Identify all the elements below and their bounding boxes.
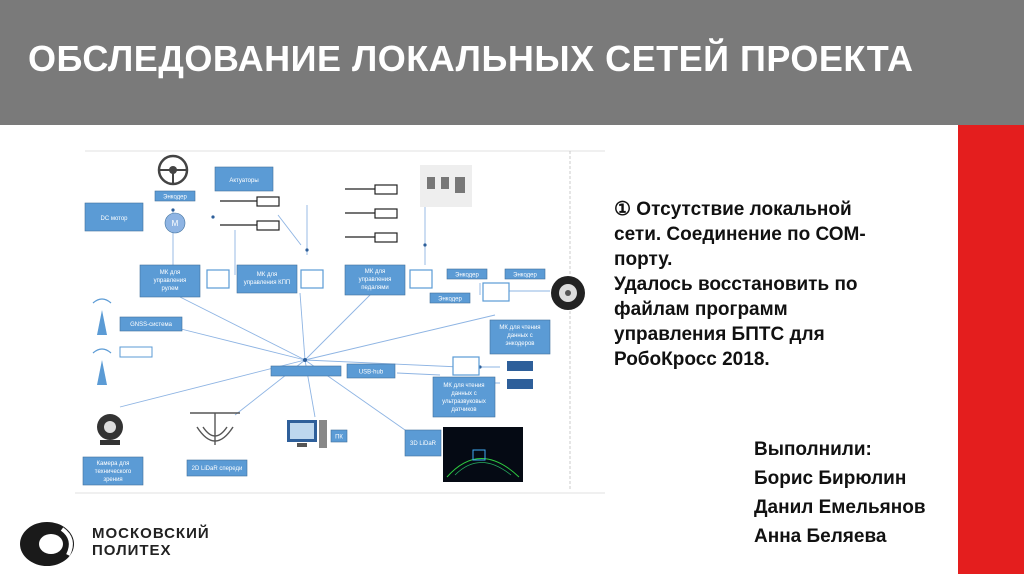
author-2: Данил Емельянов <box>754 497 926 518</box>
camera-line-2: технического <box>95 469 132 475</box>
mk-ultrasonic-line-2: данных с <box>451 391 476 397</box>
main-text-line-3: порту. <box>614 249 673 270</box>
main-text-line-1: ① Отсутствие локальной <box>614 199 852 220</box>
encoder-label-1: Энкодер <box>163 195 187 201</box>
mk-ultrasonic-line-3: ультразвуковых <box>442 399 486 405</box>
pc-icon <box>287 420 327 448</box>
motor-icon <box>164 212 186 234</box>
actuator-icons <box>220 184 398 243</box>
logo-line-2: ПОЛИТЕХ <box>92 542 172 559</box>
logo-line-1: МОСКОВСКИЙ <box>92 525 210 542</box>
pc-box <box>330 429 348 443</box>
mk-steering-line-1: МК для <box>160 270 180 276</box>
encoder-box-3 <box>504 268 546 280</box>
dc-motor-box <box>84 202 144 232</box>
mk-pedals-line-3: педалями <box>361 285 389 291</box>
encoder-label-2: Энкодер <box>455 273 479 279</box>
mk-gearbox-line-1: МК для <box>257 272 277 278</box>
mk-ultrasonic-line-4: датчиков <box>451 407 476 413</box>
board-icon-2 <box>300 269 324 289</box>
mk-gearbox-box <box>236 264 298 294</box>
actuators-box <box>214 166 274 192</box>
pc-label: ПК <box>335 435 343 441</box>
main-text-line-5: файлам программ <box>614 299 788 320</box>
connection-dots <box>171 208 502 369</box>
lidar-3d-box <box>404 429 442 457</box>
actuators-label: Актуаторы <box>229 178 258 184</box>
board-icon-4 <box>482 282 510 302</box>
lidar-pointcloud-image <box>443 427 523 482</box>
authors-heading: Выполнили: <box>754 439 872 460</box>
encoder-label-3: Энкодер <box>513 273 537 279</box>
page-title: ОБСЛЕДОВАНИЕ ЛОКАЛЬНЫХ СЕТЕЙ ПРОЕКТА <box>28 38 914 79</box>
antenna-icon-2 <box>92 348 112 385</box>
mk-pedals-line-1: МК для <box>365 269 385 275</box>
mk-encoders-box <box>489 319 551 355</box>
polytech-logo-icon <box>20 522 74 566</box>
antenna-icon-1 <box>92 298 112 335</box>
mk-pedals-line-2: управления <box>359 277 392 283</box>
main-text-line-7: РобоКросс 2018. <box>614 349 770 370</box>
encoder-label-4: Энкодер <box>438 297 462 303</box>
author-1: Борис Бирюлин <box>754 468 907 489</box>
header-bar: ОБСЛЕДОВАНИЕ ЛОКАЛЬНЫХ СЕТЕЙ ПРОЕКТА <box>0 0 1024 125</box>
camera-icon <box>97 414 123 445</box>
camera-line-1: Камера для <box>97 461 130 467</box>
mk-steering-box <box>139 264 201 298</box>
mk-encoders-line-2: данных с <box>507 333 532 339</box>
encoder-box-1 <box>154 190 196 202</box>
mk-gearbox-line-2: управления КПП <box>244 280 291 286</box>
usb-hub-bar <box>270 365 342 377</box>
author-3: Анна Беляева <box>754 526 887 547</box>
ultrasonic-sensor-icon-2 <box>507 379 533 389</box>
ultrasonic-sensor-icon-1 <box>507 361 533 371</box>
gnss-receiver-icon <box>119 346 153 358</box>
lidar-3d-label: 3D LiDaR <box>410 441 437 447</box>
lidar-2d-label: 2D LiDaR спереди <box>192 466 243 472</box>
board-icon-3 <box>409 269 433 289</box>
motor-symbol: M <box>172 219 179 228</box>
lidar-2d-icon <box>190 412 240 445</box>
encoder-box-4 <box>429 292 471 304</box>
dc-motor-label: DC мотор <box>100 216 128 222</box>
camera-box <box>82 456 144 486</box>
camera-line-3: зрения <box>103 477 122 483</box>
mk-ultrasonic-line-1: МК для чтения <box>443 383 484 389</box>
mk-ultrasonic-box <box>432 376 496 418</box>
logo-text: МОСКОВСКИЙ ПОЛИТЕХ <box>92 525 210 559</box>
accent-red-bar <box>958 125 1024 574</box>
main-text-line-2: сети. Соединение по СОМ- <box>614 224 866 245</box>
board-icon-1 <box>206 269 230 289</box>
mk-steering-line-3: рулем <box>161 286 178 292</box>
mk-steering-line-2: управления <box>154 278 187 284</box>
lidar-2d-box <box>186 459 248 477</box>
gnss-label: GNSS-система <box>130 322 172 328</box>
board-icon-5 <box>452 356 480 376</box>
mk-encoders-line-3: энкодеров <box>506 341 535 347</box>
mk-encoders-line-1: МК для чтения <box>499 325 540 331</box>
authors-block: Выполнили: Борис Бирюлин Данил Емельянов… <box>754 435 926 551</box>
usb-hub-box <box>346 363 396 379</box>
pedals-icon <box>420 165 472 207</box>
mk-pedals-box <box>344 264 406 296</box>
wheel-icon <box>551 276 585 310</box>
main-text-line-4: Удалось восстановить по <box>614 274 858 295</box>
main-text-line-6: управления БПТС для <box>614 324 825 345</box>
network-diagram: Энкодер Актуаторы DC мотор M МК для упра… <box>75 150 605 494</box>
gnss-box <box>119 316 183 332</box>
steering-wheel-icon <box>157 154 189 186</box>
encoder-box-2 <box>446 268 488 280</box>
main-text-block: ① Отсутствие локальной сети. Соединение … <box>614 197 944 372</box>
usb-hub-label: USB-hub <box>359 370 384 376</box>
